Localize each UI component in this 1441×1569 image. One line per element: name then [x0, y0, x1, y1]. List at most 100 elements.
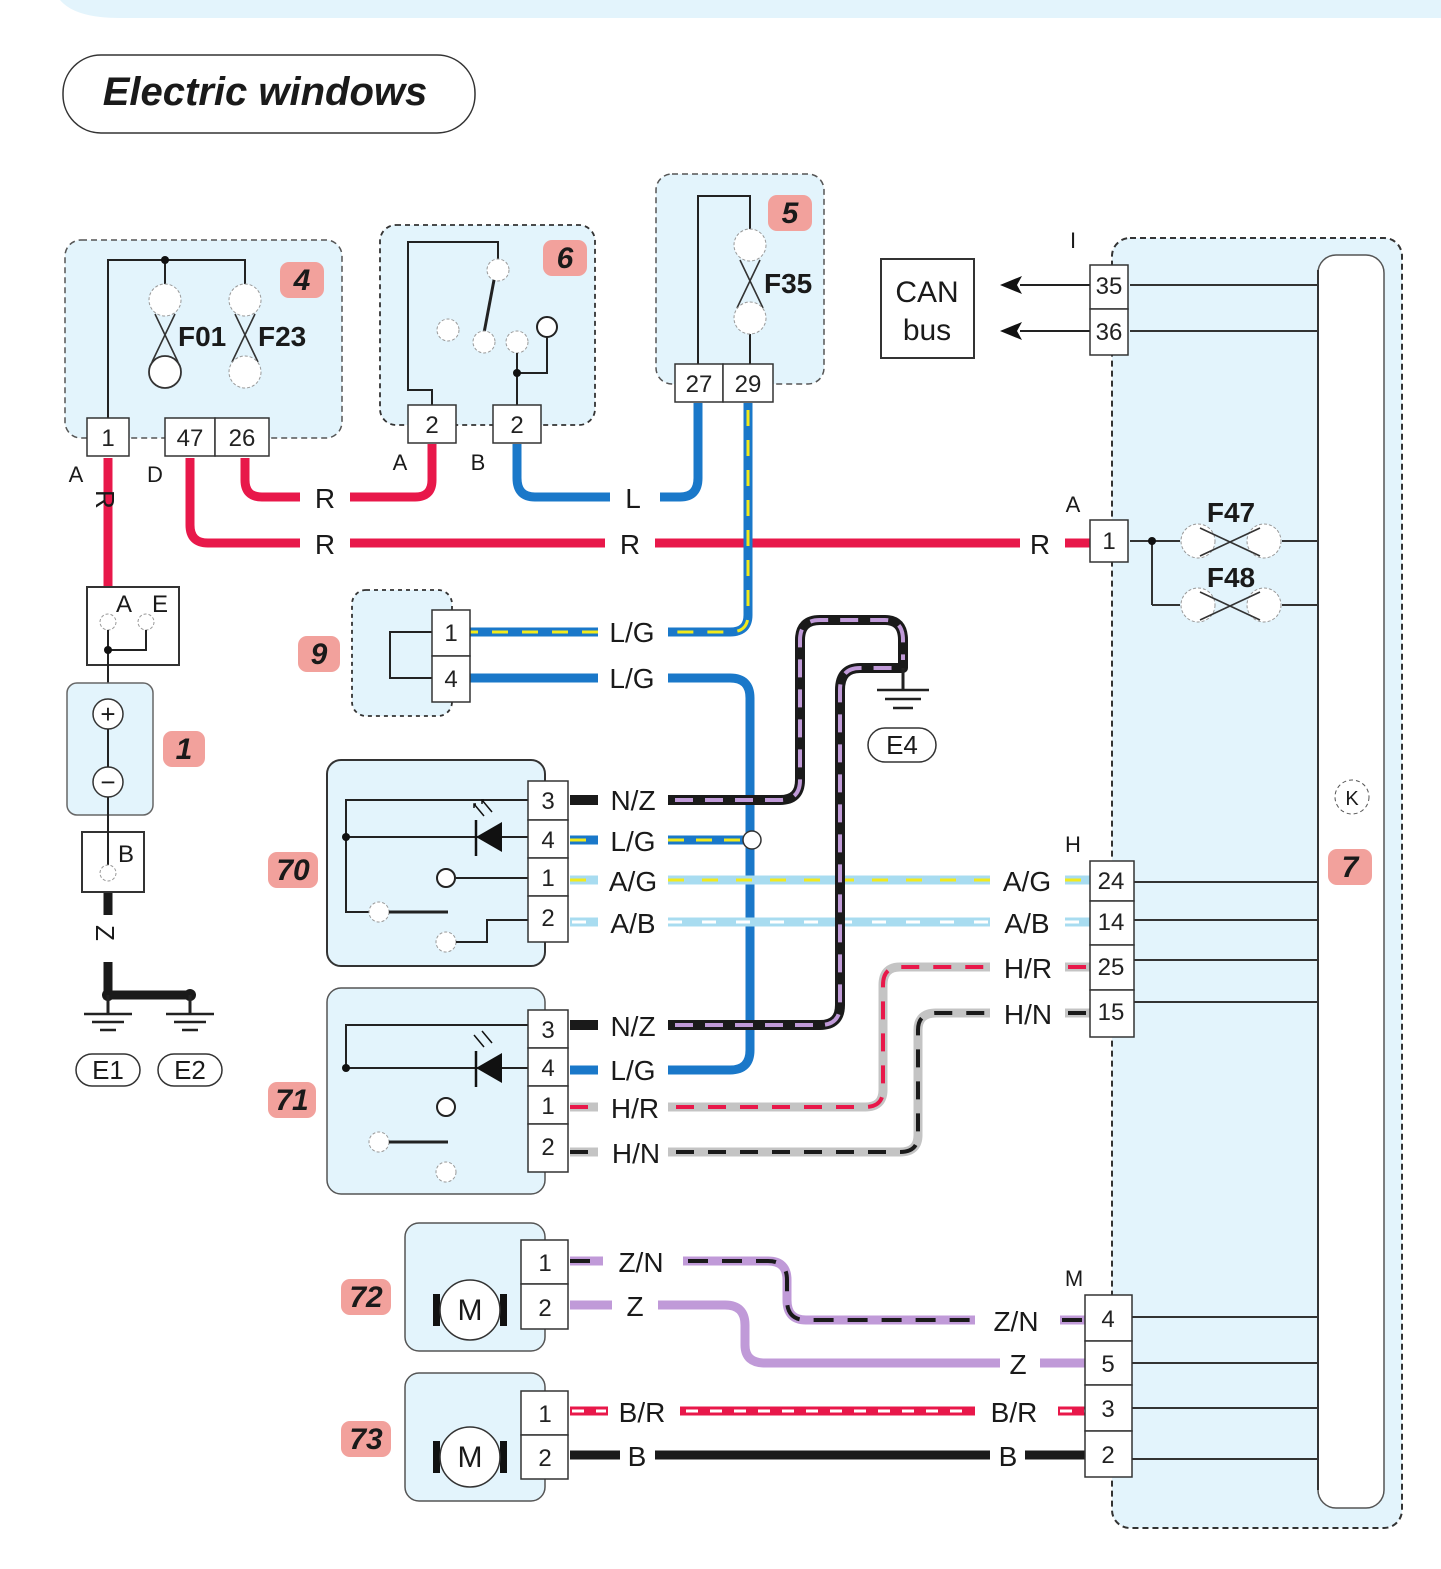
wire-label: Z/N	[993, 1306, 1038, 1337]
badge-4	[280, 262, 324, 298]
svg-text:2: 2	[541, 1134, 554, 1161]
pin-7-14	[1089, 900, 1135, 946]
svg-text:1: 1	[1102, 528, 1115, 555]
svg-text:H: H	[1065, 832, 1081, 857]
fuse-label-f48: F48	[1207, 562, 1255, 593]
wire-label: Z	[626, 1291, 643, 1322]
svg-text:B: B	[118, 841, 134, 868]
pin-7-m3	[1084, 1384, 1133, 1432]
badge-7	[1328, 849, 1372, 885]
diagram-title: Electric windows	[103, 70, 428, 114]
wire-label: R	[315, 483, 335, 514]
motor-icon	[439, 1426, 501, 1488]
motor-icon	[439, 1279, 501, 1341]
svg-text:2: 2	[1101, 1442, 1114, 1469]
component-73-motor[interactable]: M 1 2 73	[341, 1372, 569, 1502]
svg-text:47: 47	[177, 425, 204, 452]
fuse-f01-icon	[148, 283, 182, 389]
svg-text:3: 3	[1101, 1396, 1114, 1423]
svg-text:3: 3	[541, 1017, 554, 1044]
wire-label: R	[315, 529, 335, 560]
svg-text:4: 4	[293, 264, 311, 297]
svg-text:CAN: CAN	[895, 276, 958, 309]
fuse-f23-icon	[228, 283, 262, 389]
pin-7-35	[1089, 264, 1129, 310]
pin-7-m4	[1084, 1294, 1133, 1342]
badge-5	[768, 195, 812, 231]
wire-label: R	[90, 490, 120, 509]
svg-text:1: 1	[444, 620, 457, 647]
wire-label: L/G	[609, 617, 654, 648]
svg-text:2: 2	[538, 1445, 551, 1472]
component-72-motor[interactable]: M 1 2 72	[341, 1222, 569, 1352]
svg-text:+: +	[100, 699, 115, 729]
pin-73-1	[520, 1390, 569, 1436]
svg-text:2: 2	[425, 412, 438, 439]
title-pill: Electric windows	[62, 54, 476, 134]
fuse-label-f47: F47	[1207, 497, 1255, 528]
badge-73	[341, 1421, 391, 1457]
wire-hr-71-7	[570, 965, 1086, 1109]
component-1-battery[interactable]: + − 1	[66, 682, 205, 816]
svg-text:1: 1	[538, 1401, 551, 1428]
component-7-connectors: I 35 36 A 1 F47 F48 K 7 H 24 14	[1065, 228, 1372, 1478]
pin-73-2	[520, 1434, 569, 1480]
pin-7-m5	[1084, 1340, 1133, 1386]
pin-4-1	[86, 417, 130, 457]
wire-label: N/Z	[610, 785, 655, 816]
svg-text:3: 3	[541, 788, 554, 815]
component-6-relay[interactable]: 6 2 2 A B	[379, 224, 596, 475]
pin-5-27	[674, 363, 724, 403]
svg-text:B: B	[471, 450, 486, 475]
svg-text:1: 1	[101, 425, 114, 452]
svg-text:K: K	[1345, 788, 1359, 810]
svg-text:4: 4	[541, 1055, 554, 1082]
component-5-fuse[interactable]: F35 5 27 29	[655, 173, 825, 403]
wire-l-6b-5-27	[512, 403, 703, 502]
pin-7-m2	[1084, 1430, 1133, 1478]
wire-nz-71-e4	[675, 666, 895, 1027]
battery-terminal-top: A E	[86, 586, 180, 690]
wire-label: H/N	[1004, 999, 1052, 1030]
wire-nz-70-e4	[675, 618, 905, 802]
splice-icon	[742, 830, 762, 850]
svg-text:26: 26	[229, 425, 256, 452]
component-4-fusebox[interactable]: F01 F23 4 1 47 26 A D	[64, 239, 343, 487]
wire-label: Z	[1009, 1349, 1026, 1380]
component-9-switch[interactable]: 1 4 9	[298, 589, 471, 717]
component-70-window-switch[interactable]: 3 4 1 2 70	[268, 759, 569, 967]
svg-text:2: 2	[510, 412, 523, 439]
pin-70-4	[527, 819, 569, 859]
badge-72	[341, 1279, 391, 1315]
pin-6a-2	[407, 404, 457, 444]
svg-text:2: 2	[541, 905, 554, 932]
wire-zn-72-7	[570, 1259, 1088, 1322]
svg-text:9: 9	[311, 638, 328, 671]
component-71-window-switch[interactable]: 3 4 1 2 71	[268, 987, 569, 1195]
svg-text:A: A	[1066, 492, 1081, 517]
wire-label: A/G	[1003, 866, 1051, 897]
svg-text:A: A	[69, 462, 84, 487]
svg-text:E1: E1	[92, 1055, 124, 1085]
svg-text:5: 5	[1101, 1351, 1114, 1378]
wires	[102, 276, 1318, 1460]
k-symbol-icon: K	[1334, 779, 1370, 815]
pin-71-3	[527, 1009, 569, 1049]
led-icon	[473, 1030, 502, 1087]
module-7-internal-lines	[1130, 284, 1318, 1460]
svg-text:29: 29	[735, 371, 762, 398]
svg-text:14: 14	[1098, 909, 1125, 936]
badge-70	[268, 852, 318, 888]
svg-text:4: 4	[444, 666, 457, 693]
wire-label: L	[625, 483, 641, 514]
can-bus-arrows	[1000, 276, 1092, 340]
svg-text:1: 1	[538, 1250, 551, 1277]
fuse-f47-icon	[1180, 523, 1282, 559]
pin-70-3	[527, 780, 569, 821]
svg-text:M: M	[458, 1294, 483, 1327]
svg-text:E4: E4	[886, 730, 918, 760]
wire-label: A/B	[1004, 908, 1049, 939]
pin-70-2	[527, 895, 569, 943]
svg-text:2: 2	[538, 1295, 551, 1322]
svg-text:M: M	[458, 1441, 483, 1474]
